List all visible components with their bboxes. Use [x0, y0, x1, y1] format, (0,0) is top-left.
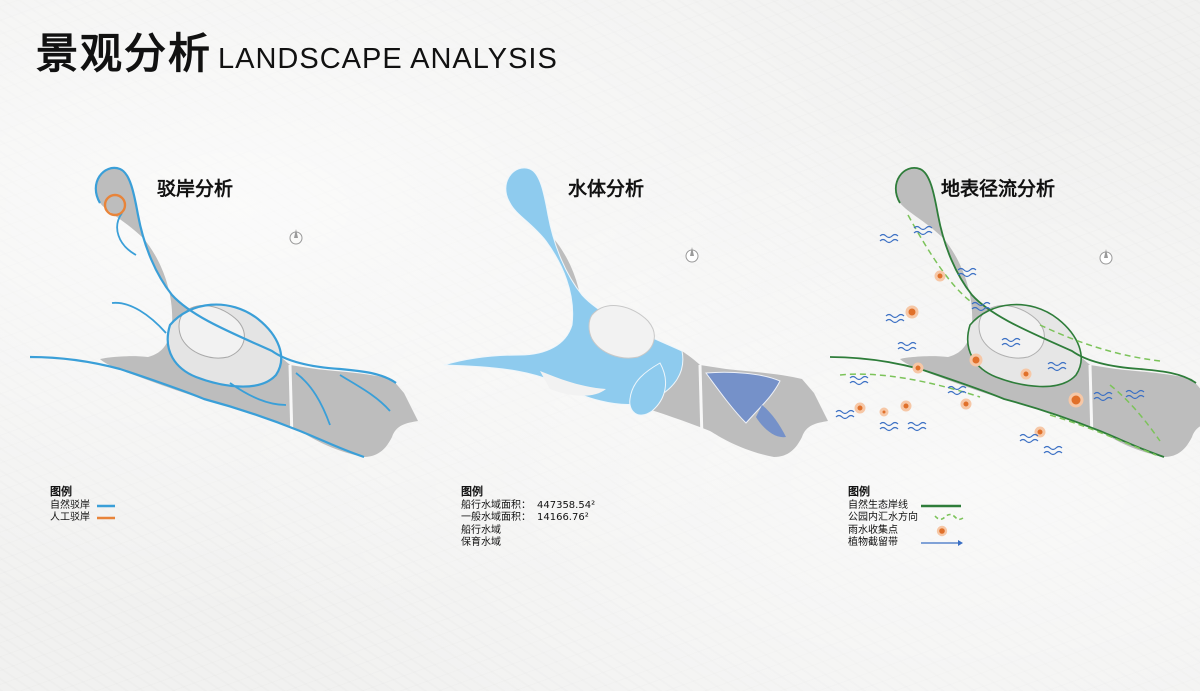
compass-icon [685, 247, 699, 263]
natural-revetment-line-icon [97, 504, 115, 507]
rain-collection-icon [934, 270, 946, 282]
rain-collection-icon [960, 398, 972, 410]
legend-label: 人工驳岸 [50, 512, 90, 523]
legend-item-eco-shoreline: 自然生态岸线 [848, 499, 961, 513]
rain-collection-points [854, 270, 1084, 438]
wave-icon [907, 421, 927, 432]
plant-band-arrow-icon [921, 540, 963, 546]
rain-collection-icon [936, 525, 948, 536]
legend-runoff: 图例 自然生态岸线 公园内汇水方向 雨水收集点 植物截留带 [848, 485, 966, 550]
rain-collection-icon [905, 305, 919, 319]
wave-icon [897, 341, 917, 352]
wave-icon [885, 313, 905, 324]
legend-item-conservation-water: 保育水域 [461, 537, 595, 550]
legend-label: 船行水域面积： [461, 499, 531, 511]
map-water [443, 167, 828, 458]
wave-icon [1047, 361, 1067, 372]
rain-collection-icon [969, 353, 983, 367]
page-title-cn: 景观分析 [36, 29, 213, 78]
page-title-en: LANDSCAPE ANALYSIS [218, 43, 558, 75]
artificial-revetment-line-icon [97, 516, 115, 520]
legend-label: 船行水域 [461, 524, 501, 536]
rain-collection-icon [912, 362, 924, 374]
wave-icon [913, 225, 933, 236]
general-area-value: 14166.76² [537, 512, 589, 523]
nav-area-value: 447358.54² [537, 499, 596, 511]
rain-collection-icon [1068, 392, 1084, 408]
panel-title-water: 水体分析 [567, 178, 645, 200]
wave-icon [879, 421, 899, 432]
rain-collection-icon [879, 407, 889, 417]
legend-label: 植物截留带 [848, 537, 898, 548]
legend-item-general-area: 一般水域面积： 14166.76² [461, 512, 595, 525]
rain-collection-icon [1034, 426, 1046, 438]
legend-title: 图例 [848, 485, 870, 498]
legend-label: 保育水域 [461, 537, 501, 548]
wave-icon [971, 301, 991, 312]
legend-item-natural-revetment: 自然驳岸 [50, 499, 115, 513]
wave-icon [879, 233, 899, 244]
legend-label: 公园内汇水方向 [848, 512, 918, 523]
legend-item-rain-collection: 雨水收集点 [848, 524, 948, 538]
rain-collection-icon [900, 400, 912, 412]
rain-collection-icon [1020, 368, 1032, 380]
rain-collection-icon [854, 402, 866, 414]
wave-icon [1019, 433, 1039, 444]
eco-shoreline-line-icon [921, 504, 961, 507]
legend-title: 图例 [461, 485, 483, 498]
wave-icon [1125, 389, 1145, 400]
compass-icon [1099, 249, 1113, 265]
wave-icon [1093, 391, 1113, 402]
legend-item-nav-area: 船行水域面积： 447358.54² [461, 500, 595, 513]
legend-label: 雨水收集点 [848, 524, 898, 536]
legend-revetment: 图例 自然驳岸 人工驳岸 [50, 485, 115, 525]
legend-label: 自然驳岸 [50, 499, 90, 511]
wave-icon [1001, 337, 1021, 348]
panel-title-runoff: 地表径流分析 [940, 178, 1056, 200]
legend-title: 图例 [50, 485, 72, 498]
legend-label: 自然生态岸线 [848, 499, 908, 511]
compass-icon [289, 229, 303, 245]
legend-label: 一般水域面积： [461, 512, 531, 523]
wave-icon [957, 267, 977, 278]
plant-band-waves [835, 225, 1145, 456]
legend-item-flow-direction: 公园内汇水方向 [848, 512, 966, 525]
legend-item-plant-band: 植物截留带 [848, 537, 963, 550]
wave-icon [947, 385, 967, 396]
wave-icon [835, 409, 855, 420]
flow-direction-line-icon [934, 513, 966, 521]
legend-item-artificial-revetment: 人工驳岸 [50, 512, 115, 525]
wave-icon [1043, 445, 1063, 456]
legend-item-nav-water: 船行水域 [461, 525, 595, 538]
panel-title-revetment: 驳岸分析 [156, 178, 234, 200]
map-revetment [29, 166, 418, 459]
legend-water: 图例 船行水域面积： 447358.54² 一般水域面积： 14166.76² 船行… [461, 485, 595, 550]
wave-icon [849, 375, 869, 386]
